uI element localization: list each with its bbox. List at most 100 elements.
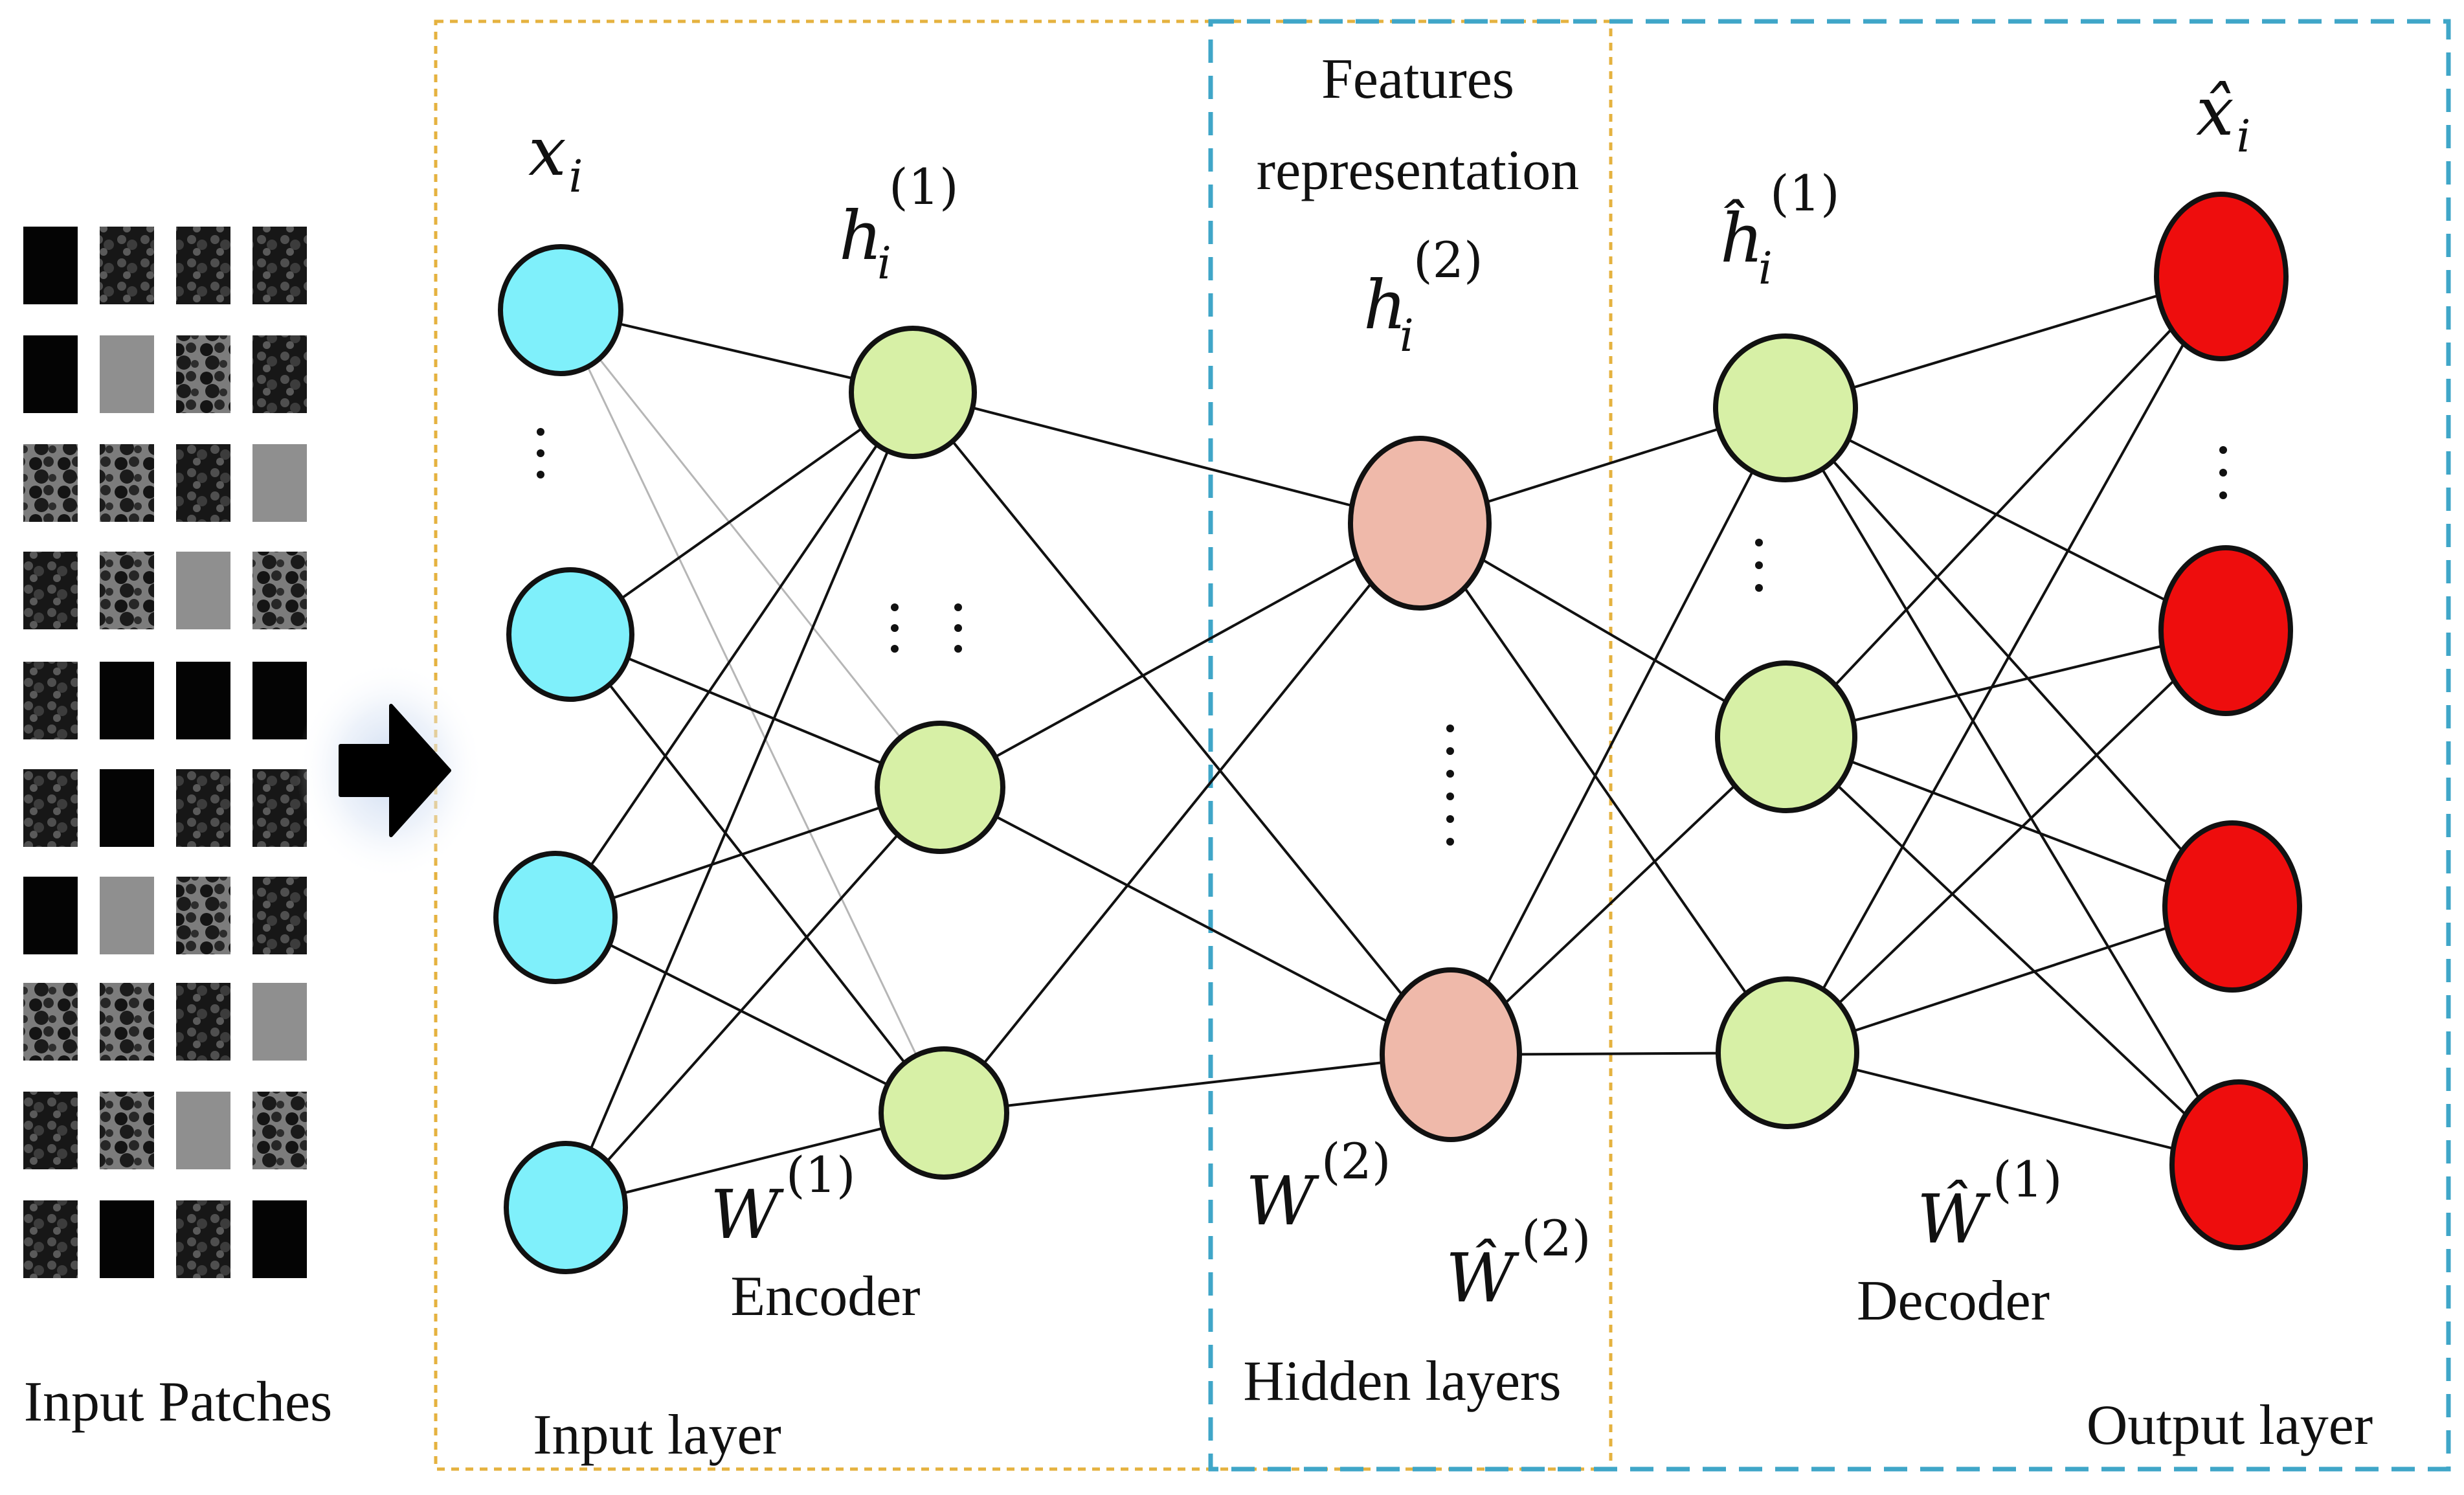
patch-tile [252,877,307,954]
encoder-label: Encoder [730,1265,920,1328]
decoder-vertical-ellipsis [1755,539,1763,592]
connection-line [993,556,1359,759]
patch-tile [176,1092,230,1169]
patch-tile [252,1200,307,1278]
decoder-label: Decoder [1857,1270,2050,1332]
patch-tile [252,444,307,522]
connection-line [1837,678,2177,1006]
input-node [506,567,634,702]
patch-tile [100,552,154,629]
patch-tile [252,227,307,304]
connection-line [586,365,918,1057]
output-vertical-ellipsis [2219,446,2227,499]
h1-subscript: i [877,238,891,289]
connection-line [598,357,902,739]
input-node [493,851,618,984]
connection-line [950,439,1404,997]
input-vertical-ellipsis [537,428,544,478]
connection-line [588,449,890,1151]
connection-line [1851,644,2164,723]
output-node [2162,820,2302,993]
connection-line [1851,293,2160,390]
patch-tile [176,227,230,304]
feature-vertical-ellipsis [1446,725,1454,846]
decoder-node [1713,333,1858,482]
patch-tile [176,552,230,629]
patch-tile [23,227,78,304]
input-node [504,1141,628,1274]
patch-tile [176,877,230,954]
features-output-box [1208,19,2451,1472]
connection-line [1820,341,2186,991]
h1-hat-label: ĥ(1) [1720,164,1840,278]
connection-line [607,682,907,1065]
output-node [2169,1079,2308,1250]
patch-tile [100,444,154,522]
connection-line [981,581,1373,1066]
connection-line [1480,557,1728,704]
output-node [2158,545,2293,716]
encoder-node [879,1046,1009,1180]
features-label-line1: Features [1321,48,1514,111]
decoder-node [1715,660,1857,813]
w1-hat-label: Ŵ(1) [1917,1151,2063,1259]
patch-tile [100,769,154,847]
feature-node [1348,436,1492,611]
w2-hat-label: Ŵ(2) [1446,1209,1591,1318]
connection-line [1852,926,2169,1033]
patch-tile [23,769,78,847]
connection-line [1005,1061,1384,1108]
encoder-node [849,326,977,459]
input-patches-label: Input Patches [24,1371,333,1433]
x-i-label: xi [528,112,583,203]
connection-line [618,322,855,380]
patch-tile [176,335,230,413]
patch-tile [252,1092,307,1169]
patch-tile [176,662,230,739]
connection-line [610,805,882,900]
patch-tile [252,552,307,629]
x-hat-i-label: x̂i [2196,72,2250,163]
hidden-layers-label: Hidden layers [1243,1350,1561,1413]
connection-line [1503,783,1737,1006]
connection-line [1853,1068,2175,1151]
connection-line [1486,469,1755,985]
w1-label: W(1) [710,1146,856,1254]
w2-label: W(2) [1246,1132,1391,1241]
patch-tile [100,983,154,1061]
patch-tile [23,335,78,413]
h1-label: h(1) [839,158,959,275]
h2-label: h(2) [1363,231,1483,344]
connection-line [1484,427,1721,504]
connection-line [588,442,879,868]
connection-line [622,1127,885,1195]
patch-tile [23,983,78,1061]
connection-lines [586,293,2201,1195]
patch-tile [252,335,307,413]
input-layer-label: Input layer [533,1404,781,1467]
connection-line [605,833,900,1163]
connection-line [1846,438,2167,602]
patch-tile [100,227,154,304]
patch-tile [252,662,307,739]
output-layer-label: Output layer [2087,1394,2373,1457]
patch-tile [100,662,154,739]
patch-tile [23,1092,78,1169]
patch-tile [176,769,230,847]
patch-tile [176,444,230,522]
patch-tile [176,983,230,1061]
arrow-icon [297,660,484,881]
patch-tile [176,1200,230,1278]
connection-line [1835,783,2188,1117]
patch-tile [100,1200,154,1278]
network-nodes [493,192,2308,1274]
feature-node [1380,967,1522,1142]
features-label-line2: representation [1257,139,1579,202]
connection-line [994,815,1390,1024]
patch-tile [100,335,154,413]
patch-tile [252,983,307,1061]
connection-line [625,656,884,765]
connection-line [1820,467,2201,1101]
connection-line [1831,458,2184,853]
